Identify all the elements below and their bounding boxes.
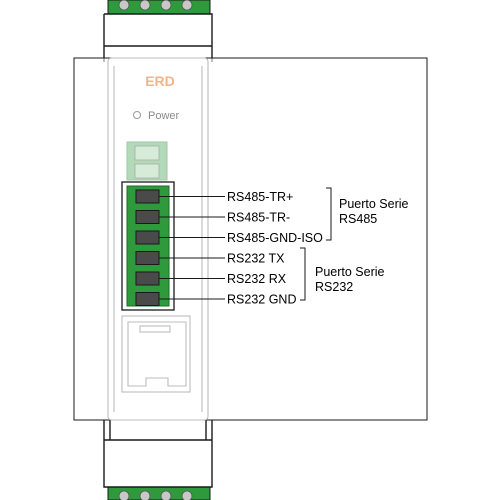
group-rs485-line1: Puerto Serie — [339, 197, 409, 211]
pin-label: RS232 GND — [227, 293, 296, 307]
rs232-bracket — [300, 247, 306, 301]
serial-terminal-block — [121, 181, 175, 311]
rs485-bracket — [326, 187, 332, 241]
pin-slot — [135, 189, 160, 204]
front-panel — [107, 57, 209, 421]
pin-slot — [135, 292, 160, 306]
pin-label: RS485-TR- — [227, 211, 290, 225]
din-housing — [103, 13, 213, 488]
top-terminal-block — [107, 0, 211, 15]
group-rs232-line2: RS232 — [315, 280, 353, 294]
pin-labels: RS485-TR+ RS485-TR- RS485-GND-ISO RS232 TX R… — [159, 190, 323, 307]
brand-logo: ERD — [145, 73, 175, 89]
upper-terminal-faded — [126, 141, 168, 181]
pin-slot — [135, 230, 160, 245]
pin-label: RS232 TX — [227, 252, 285, 266]
pin-slot — [135, 251, 160, 265]
pin-label: RS485-GND-ISO — [227, 231, 323, 245]
group-rs232-line1: Puerto Serie — [315, 265, 385, 279]
pin-label: RS232 RX — [227, 272, 287, 286]
pin-label: RS485-TR+ — [227, 190, 293, 204]
pin-slot — [135, 271, 160, 286]
pin-slot — [135, 210, 160, 224]
power-led-icon — [133, 111, 141, 119]
rj45-jack — [121, 315, 191, 393]
power-led-label: Power — [148, 110, 180, 122]
bottom-terminal-block — [107, 486, 211, 500]
group-rs485-line2: RS485 — [339, 212, 377, 226]
